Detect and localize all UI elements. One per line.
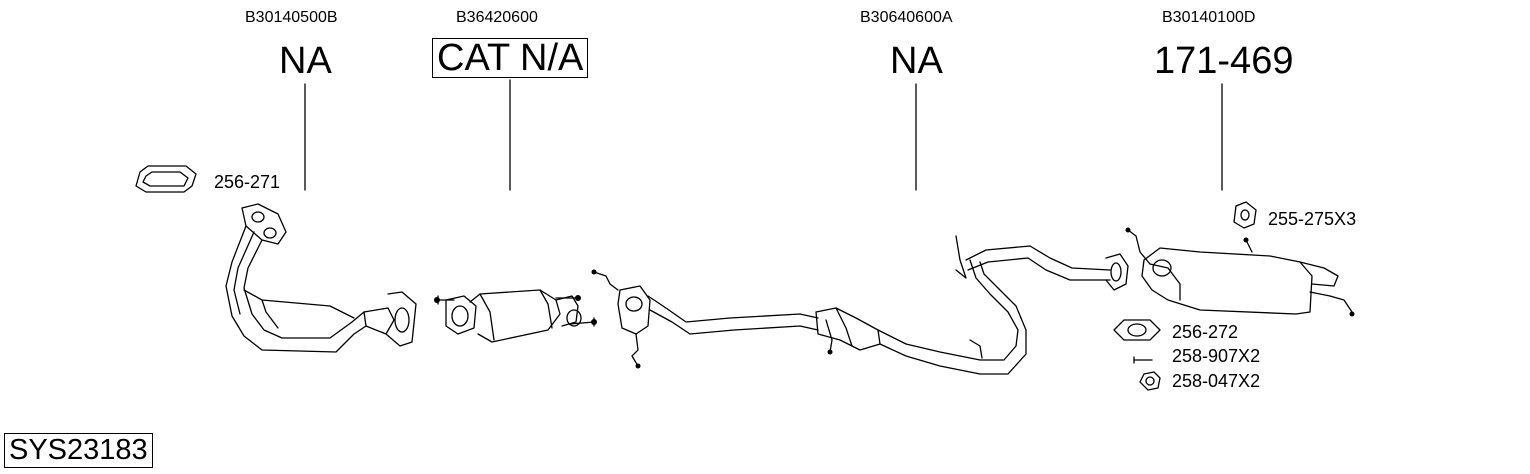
status-3: NA xyxy=(890,40,943,82)
rear-gasket-drawing xyxy=(1113,319,1161,341)
bolt-label: 258-907X2 xyxy=(1172,346,1261,366)
nut-label: 258-047X2 xyxy=(1172,371,1261,391)
rear-silencer-drawing xyxy=(1127,229,1353,315)
front-gasket-label: 256-271 xyxy=(214,172,281,192)
front-pipe-drawing xyxy=(225,203,417,353)
rear-gasket-label: 256-272 xyxy=(1172,322,1239,342)
bolt-drawing xyxy=(1133,356,1153,364)
part-number-2: B36420600 xyxy=(456,9,538,26)
part-number-1: B30140500B xyxy=(245,9,338,26)
catalytic-converter-drawing xyxy=(437,289,595,343)
front-gasket-drawing xyxy=(135,165,197,193)
part-number-4: B30140100D xyxy=(1162,9,1256,26)
status-2: CAT N/A xyxy=(432,38,589,78)
part-number-3: B30640600A xyxy=(860,9,953,26)
hanger-drawing xyxy=(1233,201,1257,229)
intermediate-pipe-drawing xyxy=(593,235,1129,375)
hanger-label: 255-275X3 xyxy=(1268,209,1357,229)
status-4: 171-469 xyxy=(1154,40,1294,82)
system-code: SYS23183 xyxy=(4,433,153,468)
nut-drawing xyxy=(1139,371,1161,391)
status-1: NA xyxy=(279,40,332,82)
